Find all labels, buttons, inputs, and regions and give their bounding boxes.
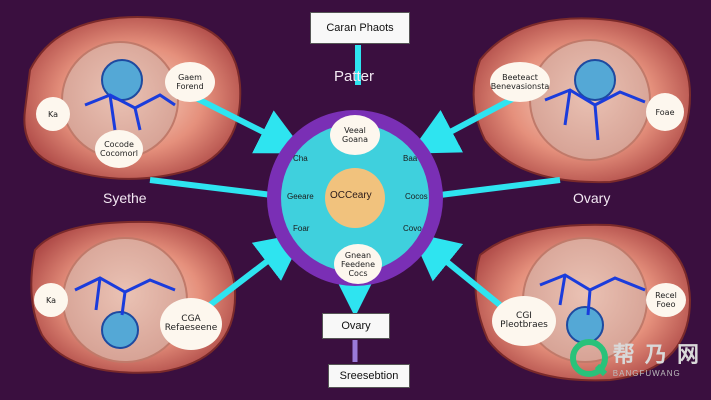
hub-right-top: Baa (403, 154, 418, 163)
bottom-box-1-text: Ovary (341, 320, 371, 332)
tr-side-bubble: Foae (646, 93, 684, 131)
hub-left-bot: Foar (293, 224, 310, 233)
hub-bottom-node: Gnean Feedene Cocs (334, 244, 382, 284)
watermark-sub: BANGFUWANG (612, 369, 681, 378)
hub-top-node: Veeal Goana (330, 115, 380, 155)
bottom-box-2: Sreesebtion (328, 364, 410, 388)
br-side-bubble: Recel Foeo (646, 283, 686, 317)
top-title-box: Caran Phaots (310, 12, 410, 44)
top-title-text: Caran Phaots (326, 22, 394, 34)
cell-top-right (472, 17, 692, 184)
tr-bubble-1: Beeteact Benevasionsta (490, 62, 550, 102)
connector-arrows (149, 45, 561, 317)
bl-side-bubble: Ka (34, 283, 68, 317)
hub-left-top: Cha (293, 154, 308, 163)
left-label: Syethe (103, 190, 147, 206)
br-bubble-1: CGI Pleotbraes (492, 296, 556, 346)
bottom-box-2-text: Sreesebtion (339, 370, 399, 382)
center-title: Patter (334, 68, 375, 85)
hub-core-label: OCCeary (330, 190, 372, 201)
bottom-box-1: Ovary (322, 313, 390, 339)
hub-left-mid: Geeare (287, 192, 314, 201)
tl-bubble-1: Gaem Forend (165, 62, 215, 102)
hub-right-bot: Covo (403, 224, 422, 233)
watermark: 帮 乃 网 BANGFUWANG (569, 337, 701, 378)
right-label: Ovary (573, 190, 611, 206)
watermark-logo-icon (569, 338, 608, 377)
tl-side-bubble: Ka (36, 97, 70, 131)
tl-bubble-2: Cocode Cocomorl (95, 130, 143, 168)
bl-bubble-1: CGA Refaeseene (160, 298, 222, 350)
center-hub (267, 110, 443, 286)
watermark-main: 帮 乃 网 (612, 342, 701, 367)
hub-right-mid: Cocos (405, 192, 428, 201)
cell-top-left (23, 16, 242, 180)
